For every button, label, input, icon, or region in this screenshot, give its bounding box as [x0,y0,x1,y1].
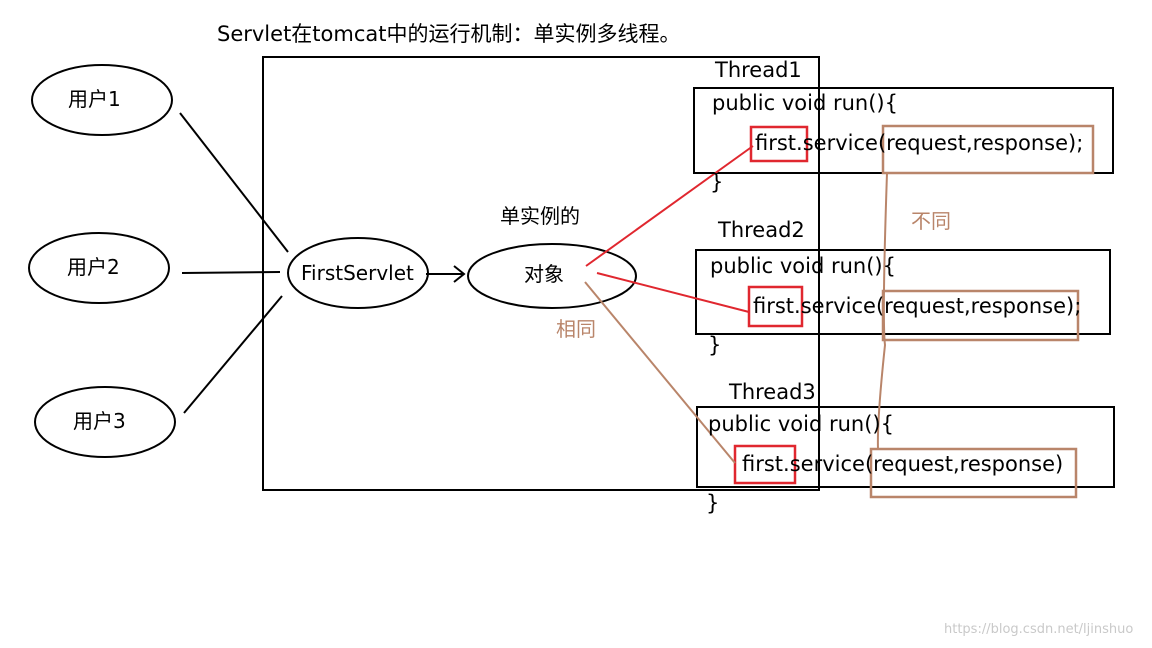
thread-3-service-method: service [789,452,865,476]
object-node [467,243,637,309]
page-title: Servlet在tomcat中的运行机制：单实例多线程。 [217,22,681,46]
instance-caption: 单实例的 [500,204,580,228]
thread-1-first-token: first. [755,131,803,155]
watermark: https://blog.csdn.net/ljinshuo [944,622,1134,637]
user-2-label: 用户2 [67,255,120,279]
thread-3-first-token: first. [742,452,790,476]
object-thread-1-link [585,145,754,267]
user-1-label: 用户1 [68,87,121,111]
user-3-connector [183,295,283,414]
thread-1-run-line: public void run(){ [712,91,898,115]
thread-3-service-line: first.service(request,response) [742,454,1063,475]
user-3-node [34,386,176,458]
thread-1-name: Thread1 [715,58,802,82]
object-label: 对象 [524,262,564,286]
object-thread-3-link [584,281,736,464]
thread-1-close-brace: } [710,170,724,194]
thread-2-box [695,249,1111,335]
thread-2-run-line: public void run(){ [710,254,896,278]
thread-3-box [696,406,1115,488]
user-2-connector [181,271,281,274]
thread-2-service-line: first.service(request,response); [753,296,1081,317]
tomcat-container [262,56,820,491]
user-2-node [28,232,170,304]
different-annotation: 不同 [911,209,951,233]
thread-2-first-token: first. [753,294,801,318]
user-3-label: 用户3 [73,409,126,433]
thread-3-run-line: public void run(){ [708,412,894,436]
thread-2-args: (request,response); [875,294,1082,318]
thread-1-service-method: service [802,131,878,155]
thread-3-args: (request,response) [864,452,1064,476]
thread-3-name: Thread3 [729,380,816,404]
servlet-label: FirstServlet [301,261,414,285]
thread-3-close-brace: } [706,491,720,515]
servlet-object-arrowhead [453,265,466,283]
thread-2-name: Thread2 [718,218,805,242]
thread-1-first-highlight [749,125,809,163]
object-thread-2-link [596,272,750,313]
thread-1-service-line: first.service(request,response); [755,133,1083,154]
thread-2-first-highlight [747,285,804,328]
thread-2-service-method: service [800,294,876,318]
thread-1-args-highlight [881,124,1095,175]
user-1-node [31,64,173,136]
thread-3-args-highlight [869,447,1078,499]
thread-2-close-brace: } [708,333,722,357]
args-vertical-link [876,172,888,450]
user-1-connector [179,112,289,253]
thread-3-first-highlight [733,444,797,485]
same-annotation: 相同 [556,317,596,341]
thread-1-args: (request,response); [877,131,1084,155]
